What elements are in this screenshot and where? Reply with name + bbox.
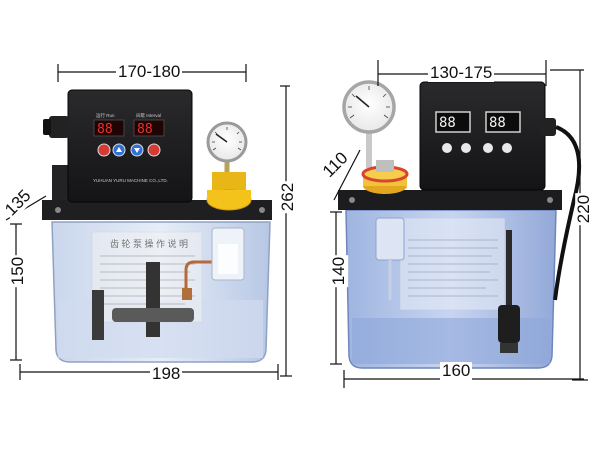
left-label-interval: 间歇 Interval: [136, 113, 162, 118]
right-display-run: [435, 111, 471, 133]
left-height-label: 262: [278, 180, 298, 214]
right-top-width-label: 130-175: [428, 63, 495, 82]
left-pump-unit: 齿 轮 泵 操 作 说 明 88 88: [42, 89, 272, 363]
right-button-2: [461, 143, 471, 153]
svg-text:88: 88: [439, 115, 456, 131]
right-float-switch: [498, 305, 520, 343]
right-control-box: [419, 81, 546, 191]
left-button-1: [97, 143, 111, 157]
svg-text:齿 轮 泵 操 作 说 明: 齿 轮 泵 操 作 说 明: [110, 238, 188, 249]
left-button-4: [147, 143, 161, 157]
right-tank-height-label: 140: [329, 254, 349, 288]
left-display-interval: [133, 119, 165, 137]
right-height-label: 220: [574, 192, 594, 226]
right-base-width-label: 160: [440, 361, 473, 380]
svg-text:88: 88: [137, 122, 153, 137]
left-label-run: 运行 Run: [96, 113, 115, 118]
right-button-3: [483, 143, 493, 153]
svg-text:88: 88: [489, 115, 506, 131]
left-tank-height-label: 150: [8, 254, 28, 288]
left-brand-text: YUHUAN YURU MACHINE CO.,LTD.: [93, 178, 168, 183]
left-control-box: [67, 89, 193, 203]
right-pump-unit: 88 88: [338, 80, 582, 369]
right-button-1: [442, 143, 452, 153]
left-base-width-label: 198: [150, 364, 183, 383]
right-display-interval: [485, 111, 521, 133]
right-button-4: [502, 143, 512, 153]
left-top-width-label: 170-180: [116, 62, 183, 81]
left-display-run: [93, 119, 125, 137]
svg-text:88: 88: [97, 122, 113, 137]
